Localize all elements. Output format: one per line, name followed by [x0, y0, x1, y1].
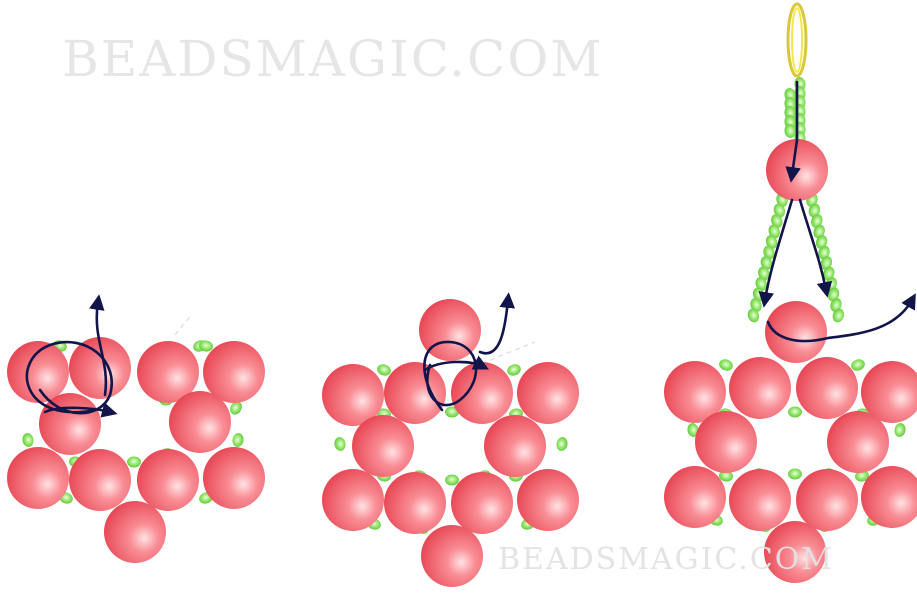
large-bead: [664, 466, 726, 528]
large-bead: [764, 521, 826, 583]
large-bead: [729, 469, 791, 531]
large-bead: [421, 525, 483, 587]
seed-bead: [231, 432, 244, 448]
seed-bead: [127, 457, 141, 468]
large-bead: [39, 393, 101, 455]
hanging-ring-inner: [792, 8, 802, 72]
seed-bead: [788, 407, 802, 418]
large-bead: [517, 362, 579, 424]
large-bead: [137, 449, 199, 511]
seed-bead: [506, 362, 523, 377]
seed-bead: [333, 436, 346, 452]
seed-bead: [893, 422, 906, 438]
large-bead: [104, 501, 166, 563]
large-bead: [796, 357, 858, 419]
large-bead: [484, 415, 546, 477]
large-bead: [322, 469, 384, 531]
large-bead: [7, 447, 69, 509]
large-bead: [384, 472, 446, 534]
large-bead: [517, 469, 579, 531]
large-bead: [169, 391, 231, 453]
large-bead: [384, 362, 446, 424]
large-bead: [69, 449, 131, 511]
hanging-ring: [788, 4, 806, 76]
seed-bead: [788, 469, 802, 480]
hidden-thread-path: [175, 317, 190, 335]
large-bead: [451, 472, 513, 534]
large-bead: [827, 411, 889, 473]
thread-path-step2-exit: [480, 300, 508, 353]
large-bead: [352, 415, 414, 477]
seed-bead: [718, 357, 735, 372]
large-bead-layer: [7, 4, 917, 587]
large-bead: [695, 411, 757, 473]
large-bead: [203, 447, 265, 509]
seed-bead: [445, 475, 459, 486]
seed-bead: [555, 436, 568, 452]
large-bead: [451, 362, 513, 424]
large-bead: [7, 341, 69, 403]
seed-bead: [21, 432, 34, 448]
large-bead: [729, 357, 791, 419]
large-bead: [796, 469, 858, 531]
